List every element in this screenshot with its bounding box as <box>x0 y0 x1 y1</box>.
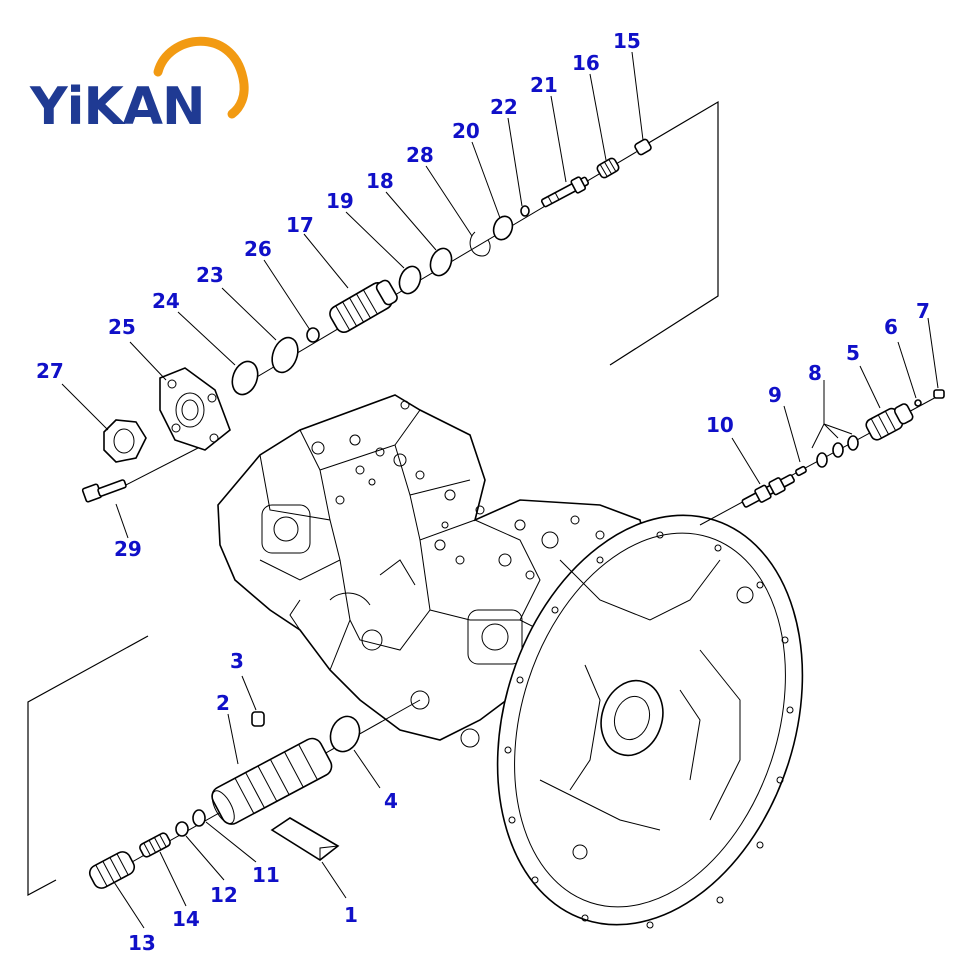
part-22-ring <box>520 205 530 217</box>
part-13-spring <box>88 851 136 889</box>
brand-logo: YiKAN <box>29 36 249 137</box>
leader-lines <box>61 51 939 929</box>
part-11-washer <box>192 809 206 827</box>
logo-text: YiKAN <box>29 77 205 137</box>
part-7-plug <box>933 389 945 399</box>
callout-16: 16 <box>572 51 600 75</box>
callout-1: 1 <box>344 903 358 927</box>
callout-14: 14 <box>172 907 200 931</box>
part-18-o-ring <box>429 247 453 277</box>
callout-26: 26 <box>244 237 272 261</box>
part-1-key <box>270 817 340 861</box>
callout-11: 11 <box>252 863 280 887</box>
callout-9: 9 <box>768 383 782 407</box>
upper-parts <box>81 138 652 503</box>
callout-12: 12 <box>210 883 238 907</box>
part-2-sleeve <box>211 737 333 825</box>
part-6-ball <box>914 399 922 407</box>
lower-parts <box>88 699 421 889</box>
callout-18: 18 <box>366 169 394 193</box>
callout-28: 28 <box>406 143 434 167</box>
part-8-rings <box>816 435 859 468</box>
part-16-spring <box>596 157 620 179</box>
part-14-spring <box>139 832 171 858</box>
callout-24: 24 <box>152 289 180 313</box>
callout-8: 8 <box>808 361 822 385</box>
part-29-bolt <box>81 447 199 503</box>
right-parts <box>699 389 945 526</box>
callout-5: 5 <box>846 341 860 365</box>
part-12-nut <box>175 821 189 837</box>
part-25-flange <box>159 367 231 451</box>
part-21-spool <box>540 176 590 208</box>
part-19-o-ring <box>398 265 422 295</box>
part-15-plug <box>634 138 652 156</box>
part-5-valve <box>865 403 914 441</box>
part-3-bolt <box>251 711 265 727</box>
callout-23: 23 <box>196 263 224 287</box>
callout-21: 21 <box>530 73 558 97</box>
callout-6: 6 <box>884 315 898 339</box>
callout-25: 25 <box>108 315 136 339</box>
part-28-snap-ring <box>469 231 491 257</box>
callout-4: 4 <box>384 789 398 813</box>
part-9-pin <box>795 465 807 477</box>
part-23-o-ring <box>271 336 299 374</box>
callout-19: 19 <box>326 189 354 213</box>
callout-27: 27 <box>36 359 64 383</box>
callout-labels: 15 16 21 22 20 28 18 19 17 26 23 24 25 2… <box>36 29 930 955</box>
callout-10: 10 <box>706 413 734 437</box>
part-24-o-ring <box>231 360 259 396</box>
callout-13: 13 <box>128 931 156 955</box>
frame-lines <box>27 100 719 897</box>
callout-3: 3 <box>230 649 244 673</box>
part-4-o-ring <box>329 715 361 753</box>
callout-17: 17 <box>286 213 314 237</box>
part-27-nut <box>103 419 147 463</box>
callout-2: 2 <box>216 691 230 715</box>
part-17-sleeve <box>329 279 398 333</box>
callout-7: 7 <box>916 299 930 323</box>
part-20-ring <box>492 215 514 241</box>
callout-22: 22 <box>490 95 518 119</box>
callout-15: 15 <box>613 29 641 53</box>
logo-arc <box>153 36 249 119</box>
part-26-nut <box>306 327 320 343</box>
callout-20: 20 <box>452 119 480 143</box>
mounting-flange <box>496 514 804 929</box>
callout-29: 29 <box>114 537 142 561</box>
part-10-spool <box>741 474 795 508</box>
